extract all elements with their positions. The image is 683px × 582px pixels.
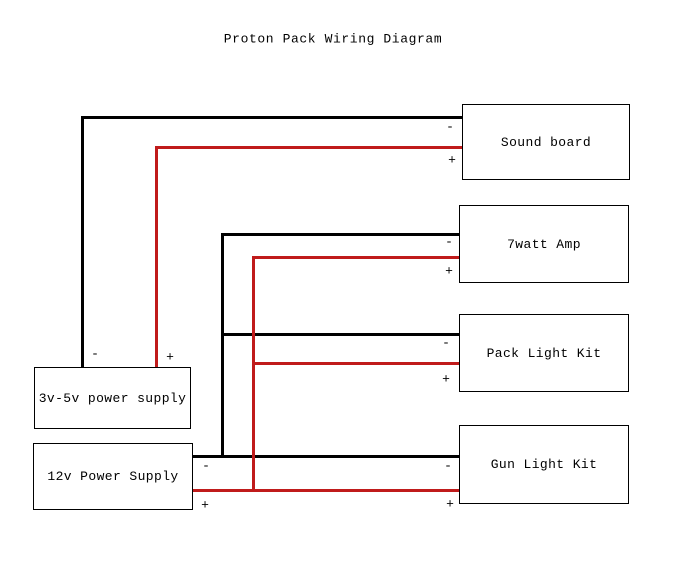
component-12v-power-supply: 12v Power Supply (33, 443, 193, 510)
component-7watt-amp-label: 7watt Amp (507, 236, 581, 252)
wire-12v-positive-to-pack-light (252, 362, 459, 365)
terminal-gun-light-kit-negative: - (444, 458, 452, 474)
terminal-7watt-amp-negative: - (445, 234, 453, 250)
component-7watt-amp: 7watt Amp (459, 205, 629, 283)
component-pack-light-kit: Pack Light Kit (459, 314, 629, 392)
wire-12v-positive-bus-vertical (252, 256, 255, 492)
terminal-pack-light-kit-positive: + (442, 371, 450, 387)
wire-12v-negative-bus-vertical (221, 233, 224, 457)
terminal-12v-supply-negative: - (202, 458, 210, 474)
wire-12v-positive-to-amp (252, 256, 459, 259)
component-12v-power-supply-label: 12v Power Supply (47, 469, 179, 484)
terminal-sound-board-positive: + (448, 152, 456, 168)
component-sound-board-label: Sound board (500, 134, 592, 150)
terminal-pack-light-kit-negative: - (442, 335, 450, 351)
wire-12v-positive-to-gun-light (192, 489, 459, 492)
component-sound-board: Sound board (462, 104, 630, 180)
component-3v5v-power-supply-label: 3v-5v power supply (38, 390, 187, 406)
component-pack-light-kit-label: Pack Light Kit (486, 345, 602, 361)
wire-3v5v-negative-to-sound-board (81, 116, 462, 119)
terminal-3v5v-supply-negative: - (91, 346, 99, 362)
wire-3v5v-positive-vertical (155, 146, 158, 368)
wire-12v-negative-to-gun-light (192, 455, 459, 458)
terminal-sound-board-negative: - (446, 119, 454, 135)
terminal-gun-light-kit-positive: + (446, 496, 454, 512)
terminal-7watt-amp-positive: + (445, 263, 453, 279)
wire-3v5v-positive-to-sound-board (155, 146, 462, 149)
diagram-title: Proton Pack Wiring Diagram (223, 31, 443, 47)
wire-12v-negative-to-amp (221, 233, 459, 236)
component-gun-light-kit-label: Gun Light Kit (490, 457, 598, 472)
terminal-3v5v-supply-positive: + (166, 349, 174, 365)
wire-3v5v-negative-vertical (81, 116, 84, 368)
wire-12v-negative-to-pack-light (221, 333, 459, 336)
terminal-12v-supply-positive: + (201, 497, 209, 513)
component-gun-light-kit: Gun Light Kit (459, 425, 629, 504)
component-3v5v-power-supply: 3v-5v power supply (34, 367, 191, 429)
